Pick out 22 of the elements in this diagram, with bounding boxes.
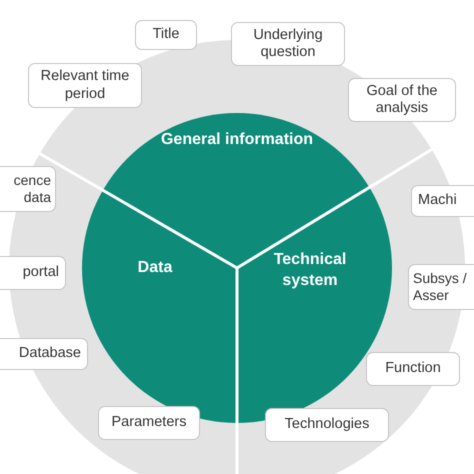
box-label: portal — [22, 264, 60, 282]
label-box — [135, 20, 197, 50]
box-label: Technologies — [284, 416, 370, 434]
box-label: Title — [152, 26, 180, 44]
box-label: Machi — [417, 192, 458, 210]
label-box — [231, 22, 345, 66]
box-label: Underlying question — [252, 26, 324, 62]
box-label: Function — [384, 360, 442, 378]
box-label: Database — [18, 345, 82, 363]
box-label: Goal of the analysis — [366, 82, 438, 118]
label-box — [265, 408, 389, 442]
box-label: Parameters — [110, 414, 188, 432]
box-label: Relevant time period — [40, 68, 130, 103]
sector-label: General information — [160, 131, 314, 148]
label-box — [28, 63, 142, 108]
label-box — [348, 78, 456, 122]
label-box — [98, 406, 200, 440]
sector-label: Data — [138, 259, 172, 276]
sector-label: Technical system — [274, 251, 346, 289]
box-label: cence data — [12, 172, 51, 206]
box-label: Subsys / Asser — [413, 270, 468, 304]
label-box — [366, 352, 460, 386]
